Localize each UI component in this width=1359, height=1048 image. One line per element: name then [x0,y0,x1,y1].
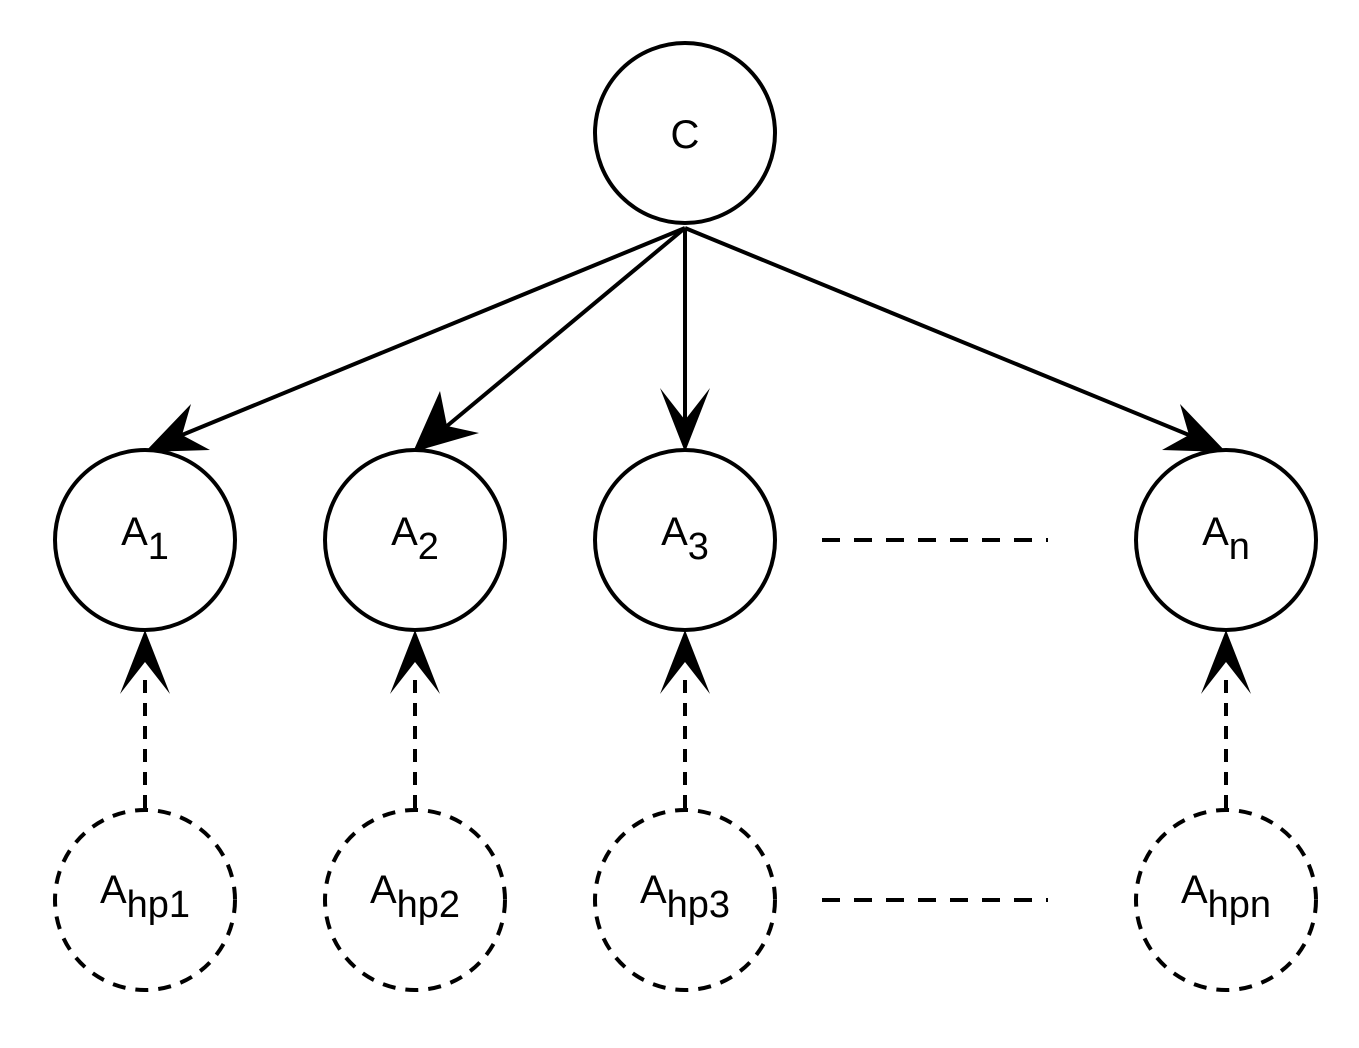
node-ahpn-label-sub: hpn [1208,884,1271,926]
node-c: C [593,41,777,225]
node-ahp2-circle [323,808,507,992]
node-a2-label-sub: 2 [418,526,439,568]
node-ahpn: Ahpn [1134,808,1318,992]
node-ahpn-label: Ahpn [1181,868,1271,926]
node-ahp1: Ahp1 [53,808,237,992]
node-a1-label-main: A [121,510,148,554]
arrowhead-a3 [660,388,710,452]
node-ahp3-label-main: A [640,868,667,912]
node-ahp1-circle [53,808,237,992]
node-a1-circle [53,448,237,632]
node-a3: A3 [593,448,777,632]
arrowhead-up-an [1201,630,1251,694]
node-a3-label: A3 [661,510,709,568]
node-ahp2-label: Ahp2 [370,868,460,926]
node-ahpn-label-main: A [1181,868,1208,912]
node-a1-label: A1 [121,510,169,568]
node-a2-circle [323,448,507,632]
node-ahp1-label-main: A [100,868,127,912]
node-ahp3-label-sub: hp3 [667,884,730,926]
arrowhead-a1 [145,404,210,452]
arrowhead-a2 [413,391,479,452]
node-an-label-sub: n [1229,526,1250,568]
node-c-circle [593,41,777,225]
node-a1-label-sub: 1 [148,526,169,568]
edge-c-a1 [181,226,686,437]
node-ahp2: Ahp2 [323,808,507,992]
node-a3-label-sub: 3 [688,526,709,568]
node-ahp3-label: Ahp3 [640,868,730,926]
node-a2-label-main: A [391,510,418,554]
edge-c-a2 [445,226,687,428]
node-ahpn-circle [1134,808,1318,992]
node-ahp2-label-sub: hp2 [397,884,460,926]
node-a3-circle [593,448,777,632]
node-a1: A1 [53,448,237,632]
node-ahp1-label: Ahp1 [100,868,190,926]
edges-dashed [120,630,1251,808]
node-a3-label-main: A [661,510,688,554]
node-a2-label: A2 [391,510,439,568]
arrowhead-an [1162,404,1226,452]
arrowhead-up-a1 [120,630,170,694]
node-ahp3-circle [593,808,777,992]
arrowhead-up-a2 [390,630,440,694]
node-ahp3: Ahp3 [593,808,777,992]
arrowhead-up-a3 [660,630,710,694]
edges-solid [145,226,1226,452]
node-c-label: C [671,113,700,157]
edge-c-an [684,226,1190,437]
node-an-label-main: A [1202,510,1229,554]
node-ahp1-label-sub: hp1 [127,884,190,926]
node-an-circle [1134,448,1318,632]
node-ahp2-label-main: A [370,868,397,912]
node-an-label: An [1202,510,1250,568]
node-a2: A2 [323,448,507,632]
node-an: An [1134,448,1318,632]
